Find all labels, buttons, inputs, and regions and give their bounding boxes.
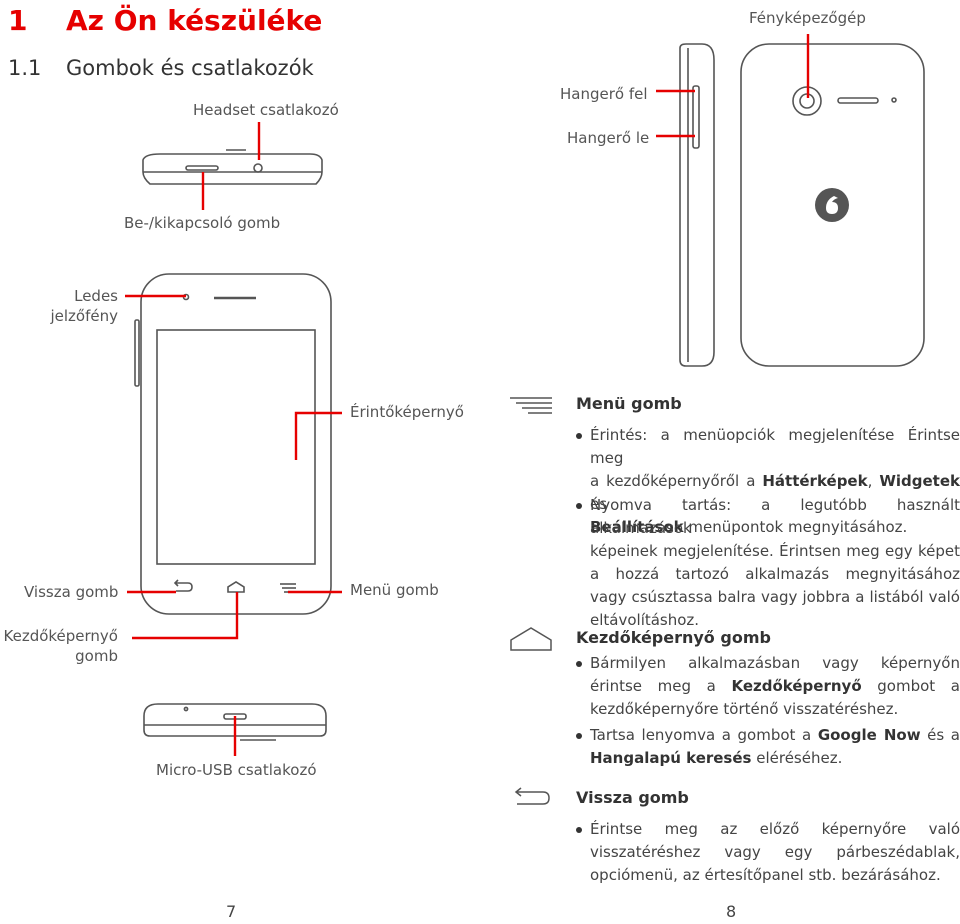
led-indicator-label: Ledes jelzőfény (50, 287, 118, 325)
page-number-right: 8 (726, 902, 737, 921)
menu-bullet-2: Nyomva tartás: a legutóbb használt alkal… (576, 494, 960, 632)
menu-lines-icon (510, 397, 552, 414)
phone-side-view (679, 43, 715, 367)
section-title: Gombok és csatlakozók (66, 56, 314, 80)
page-number-left: 7 (226, 902, 237, 921)
home-bullet-2: Tartsa lenyomva a gombot a Google Now és… (576, 724, 960, 770)
menu-section-title: Menü gomb (576, 394, 682, 413)
menu-button-label: Menü gomb (350, 581, 439, 599)
volume-down-label: Hangerő le (567, 129, 650, 147)
home-house-icon (510, 627, 552, 651)
home-bullet-1: Bármilyen alkalmazásban vagy képernyőn é… (576, 652, 960, 721)
home-button-label: Kezdőképernyő gomb (3, 627, 119, 665)
chapter-number: 1 (8, 4, 28, 37)
volume-up-label: Hangerő fel (560, 85, 648, 103)
chapter-title: Az Ön készüléke (66, 4, 323, 37)
back-arrow-icon (514, 787, 550, 805)
back-button-label: Vissza gomb (24, 583, 119, 601)
back-section-title: Vissza gomb (576, 788, 689, 807)
callout-lines (125, 34, 810, 756)
power-button-label: Be-/kikapcsoló gomb (124, 214, 281, 232)
phone-front-view (134, 273, 332, 615)
phone-top-view (142, 149, 323, 185)
touchscreen-label: Érintőképernyő (350, 403, 464, 421)
vodafone-logo-icon (815, 188, 849, 222)
home-section-title: Kezdőképernyő gomb (576, 628, 771, 647)
back-bullet-1: Érintse meg az előző képernyőre való vis… (576, 818, 960, 887)
headset-jack-label: Headset csatlakozó (193, 101, 339, 119)
menu-bullet-1: Érintés: a menüopciók megjelenítése Érin… (576, 424, 960, 539)
camera-label: Fényképezőgép (749, 9, 866, 27)
micro-usb-label: Micro-USB csatlakozó (156, 761, 317, 779)
section-number: 1.1 (8, 56, 42, 80)
